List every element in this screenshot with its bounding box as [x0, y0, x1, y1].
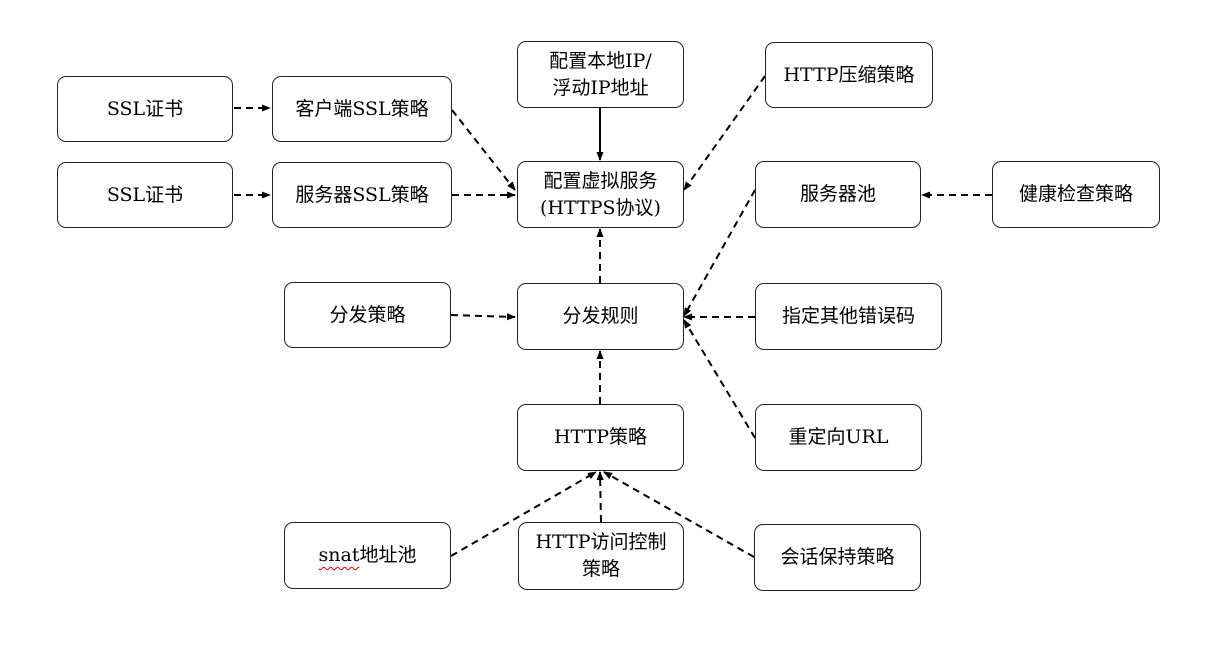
server-ssl-policy-node: 服务器SSL策略: [272, 162, 452, 228]
local-ip-label-line-2: 浮动IP地址: [552, 76, 649, 99]
edge-http-acl-to-http-policy: [596, 471, 604, 523]
http-acl-policy-node: HTTP访问控制 策略: [518, 522, 684, 590]
dispatch-rule-label: 分发规则: [562, 305, 639, 327]
session-persistence-policy-node: 会话保持策略: [754, 524, 921, 591]
dispatch-policy-label: 分发策略: [329, 303, 406, 326]
http-policy-node: HTTP策略: [517, 404, 684, 471]
http-compression-policy-label: HTTP压缩策略: [783, 63, 915, 86]
local-ip-node: 配置本地IP/ 浮动IP地址: [517, 41, 684, 108]
http-acl-label-line-1: HTTP访问控制: [535, 531, 667, 553]
client-ssl-policy-node: 客户端SSL策略: [272, 76, 452, 142]
client-ssl-policy-label: 客户端SSL策略: [295, 97, 429, 120]
http-acl-label-line-2: 策略: [581, 558, 620, 580]
redirect-url-label: 重定向URL: [788, 426, 889, 448]
virtual-service-label-line-1: 配置虚拟服务: [543, 169, 658, 192]
server-ssl-policy-label: 服务器SSL策略: [295, 183, 429, 206]
edge-redirect-to-dispatch-rule: [683, 319, 756, 439]
http-policy-label: HTTP策略: [553, 426, 648, 448]
redirect-url-node: 重定向URL: [755, 404, 922, 471]
http-compression-policy-node: HTTP压缩策略: [765, 42, 933, 108]
snat-pool-node: snat地址池: [284, 522, 451, 589]
ssl-cert-node-2: SSL证书: [57, 162, 233, 228]
ssl-cert-node-1: SSL证书: [57, 76, 233, 142]
session-persistence-label: 会话保持策略: [780, 546, 895, 568]
edge-http-compress-to-vs: [683, 75, 766, 191]
virtual-service-label-line-2: (HTTPS协议): [540, 196, 661, 219]
health-check-policy-node: 健康检查策略: [992, 161, 1160, 228]
ssl-cert-2-label: SSL证书: [106, 183, 184, 206]
snat-pool-label: snat地址池: [319, 542, 417, 569]
error-code-node: 指定其他错误码: [755, 283, 942, 350]
server-pool-node: 服务器池: [755, 161, 921, 228]
ssl-cert-1-label: SSL证书: [106, 97, 184, 120]
virtual-service-node: 配置虚拟服务 (HTTPS协议): [517, 161, 684, 228]
edge-server-pool-to-dispatch-rule: [683, 189, 756, 317]
error-code-label: 指定其他错误码: [781, 305, 915, 327]
edge-client-ssl-to-vs: [451, 109, 516, 191]
dispatch-rule-node: 分发规则: [517, 283, 684, 350]
snat-suffix-text: 地址池: [359, 544, 417, 566]
local-ip-label-line-1: 配置本地IP/: [549, 49, 652, 72]
dispatch-policy-node: 分发策略: [284, 282, 451, 348]
snat-prefix-text: snat: [318, 544, 360, 566]
edge-snat-to-http-policy: [450, 471, 597, 557]
server-pool-label: 服务器池: [799, 183, 876, 205]
edge-dispatch-policy-to-dispatch-rule: [450, 313, 516, 321]
edge-session-to-http-policy: [603, 471, 755, 558]
health-check-policy-label: 健康检查策略: [1018, 183, 1133, 205]
